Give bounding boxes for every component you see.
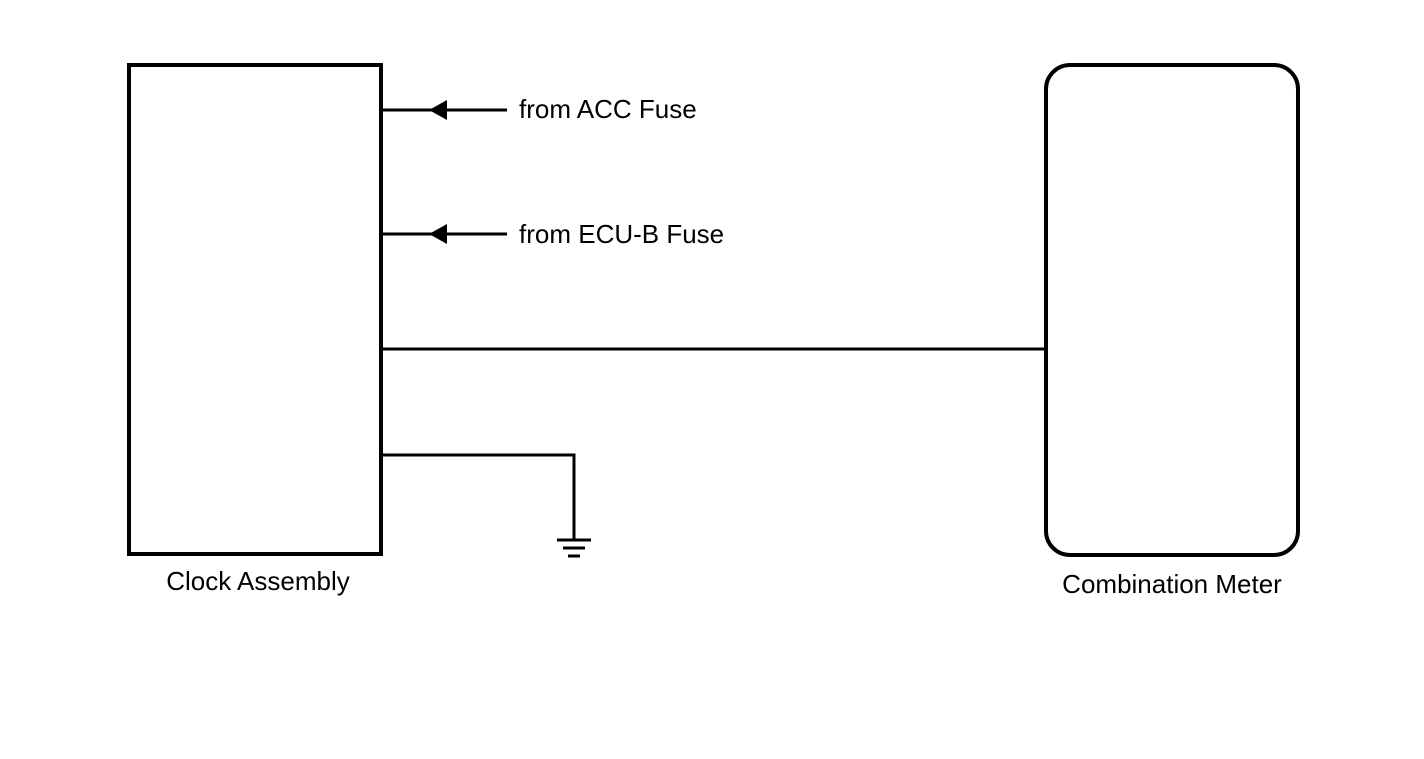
ecu-b-fuse-arrow-icon [429,224,447,244]
ground-icon [557,538,591,558]
combination-meter-label: Combination Meter [1062,569,1282,599]
acc-fuse-arrow-icon [429,100,447,120]
ecu-b-fuse-wire [381,224,507,244]
ground-wire [381,453,576,540]
clock-assembly-label: Clock Assembly [166,566,350,596]
acc-fuse-label: from ACC Fuse [519,94,697,124]
ecu-b-fuse-label: from ECU-B Fuse [519,219,724,249]
combination-meter-box [1044,63,1300,557]
clock-assembly-box [127,63,383,556]
acc-fuse-wire [381,100,507,120]
